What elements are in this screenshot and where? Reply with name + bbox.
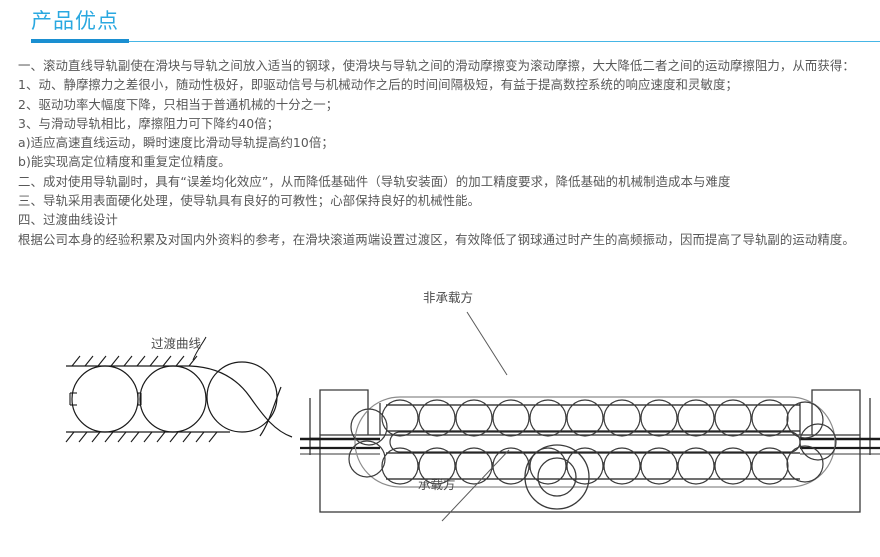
non-load-side-leader bbox=[466, 311, 508, 376]
ball bbox=[455, 399, 493, 437]
body-line-2: 1、动、静摩擦力之差很小，随动性极好，即驱动信号与机械动作之后的时间间隔极短，有… bbox=[18, 77, 738, 93]
recirculation-track-outline bbox=[354, 396, 836, 488]
left-rail-stub bbox=[300, 398, 380, 455]
load-side-leader bbox=[441, 449, 510, 522]
ball bbox=[786, 445, 824, 483]
top-row-balls bbox=[381, 399, 824, 439]
right-flange-outline bbox=[811, 389, 861, 435]
lower-contact-marks bbox=[417, 461, 753, 471]
ball bbox=[381, 399, 419, 437]
ball bbox=[799, 423, 837, 461]
mounting-bore bbox=[524, 444, 590, 510]
lower-rail-hatching bbox=[65, 431, 218, 443]
right-return-balls bbox=[799, 423, 837, 461]
header-rule bbox=[31, 41, 880, 42]
body-line-4: 3、与滑动导轨相比，摩擦阻力可下降约40倍； bbox=[18, 115, 280, 131]
upper-rail-hatching bbox=[71, 355, 198, 367]
bore-inner-circle bbox=[537, 457, 577, 497]
ball bbox=[418, 399, 456, 437]
transition-curve-label: 过渡曲线 bbox=[151, 336, 202, 351]
ball bbox=[139, 365, 207, 433]
body-copy: 一、滚动直线导轨副使在滑块与导轨之间放入适当的钢球，使滑块与导轨之间的滑动摩擦变… bbox=[18, 56, 874, 249]
ball bbox=[603, 399, 641, 437]
bore-outer-circle bbox=[524, 444, 590, 510]
transition-curve-diagram: 过渡曲线 bbox=[65, 336, 293, 443]
ball bbox=[348, 440, 386, 478]
carriage-body bbox=[319, 434, 861, 513]
body-line-10: 根据公司本身的经验积累及对国内外资料的参考，在滑块滚道两端设置过渡区，有效降低了… bbox=[18, 231, 855, 247]
ball bbox=[350, 408, 388, 446]
ball bbox=[529, 399, 567, 437]
ball bbox=[786, 401, 824, 439]
ball bbox=[566, 399, 604, 437]
contact-marks bbox=[69, 392, 142, 406]
recirculation-track-inner bbox=[389, 431, 801, 453]
transition-curve-leader bbox=[192, 336, 207, 361]
ball bbox=[751, 399, 789, 437]
ball-recirculation-diagram: 非承载方 承载方 bbox=[300, 290, 880, 522]
ball bbox=[677, 399, 715, 437]
body-line-9: 四、过渡曲线设计 bbox=[18, 212, 118, 228]
ball bbox=[206, 361, 278, 433]
ball bbox=[714, 399, 752, 437]
body-line-6: b)能实现高定位精度和重复定位精度。 bbox=[18, 154, 231, 170]
non-load-side-label: 非承载方 bbox=[423, 290, 473, 305]
body-line-1: 一、滚动直线导轨副使在滑块与导轨之间放入适当的钢球，使滑块与导轨之间的滑动摩擦变… bbox=[18, 58, 855, 73]
body-line-3: 2、驱动功率大幅度下降，只相当于普通机械的十分之一； bbox=[18, 96, 339, 112]
transition-curve-path bbox=[189, 365, 293, 438]
ball bbox=[71, 365, 139, 433]
figures-area: 过渡曲线 bbox=[0, 255, 880, 557]
page-title: 产品优点 bbox=[31, 9, 119, 33]
body-line-7: 二、成对使用导轨副时，具有“误差均化效应”，从而降低基础件（导轨安装面）的加工精… bbox=[18, 173, 731, 189]
load-side-label: 承载方 bbox=[418, 477, 456, 492]
header-rule-accent bbox=[31, 39, 129, 43]
body-line-8: 三、导轨采用表面硬化处理，使导轨具有良好的可教性；心部保持良好的机械性能。 bbox=[18, 193, 481, 209]
body-line-5: a)适应高速直线运动，瞬时速度比滑动导轨提高约10倍； bbox=[18, 135, 334, 151]
transition-curve-upper-path bbox=[259, 386, 282, 437]
ball bbox=[492, 399, 530, 437]
ball bbox=[640, 399, 678, 437]
page-header: 产品优点 bbox=[0, 8, 880, 48]
left-return-balls bbox=[348, 408, 388, 478]
left-flange-outline bbox=[319, 389, 369, 435]
diagrams-svg: 过渡曲线 bbox=[65, 290, 880, 522]
